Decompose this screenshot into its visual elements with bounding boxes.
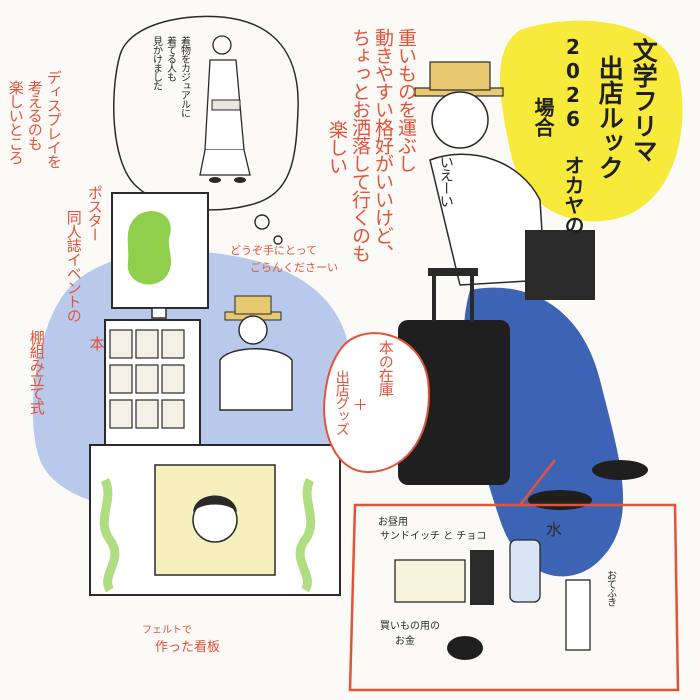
stock-note-2: 出店グッズ (333, 370, 350, 435)
felt-note-1: フェルトで (142, 625, 192, 636)
dozo-note-2: ごらんくださーい (250, 261, 338, 274)
felt-note-2: 作った看板 (155, 640, 221, 655)
thought-bubble (113, 15, 299, 211)
water-bottle-icon (509, 539, 541, 603)
move-note-4: 楽しい (325, 120, 348, 174)
wallet-note-2: お金 (395, 636, 415, 647)
items-box (348, 503, 680, 692)
wipe-label: おてふき (604, 570, 616, 606)
suitcase (398, 320, 510, 485)
move-note-1: 重いものを運ぶし (394, 28, 417, 172)
title-line-1: 文学フリマ (629, 38, 659, 163)
doujin-label: 同人誌イベントの (64, 210, 83, 322)
kimono-note-3: 見かけました (150, 36, 162, 90)
title-line-2: 出店ルック (595, 55, 625, 180)
lunch-note-2: サンドイッチ と チョコ (380, 531, 487, 542)
move-note-2: 動きやすい格好がいいけど、 (371, 28, 394, 262)
title-line-4: 場合 (531, 97, 555, 137)
stock-speech-bubble (323, 332, 430, 474)
title-line-3: 2026 オカヤの (561, 35, 585, 235)
kimono-note-2: 着てる人も (164, 36, 176, 81)
wet-wipe-icon (565, 579, 591, 651)
display-note-1: ディスプレイを (44, 70, 63, 168)
wallet-note-1: 買いもの用の (380, 621, 440, 632)
iiee-note: いえーい (437, 155, 454, 207)
move-note-3: ちょっとお洒落して行くのも (348, 28, 371, 262)
stock-plus: ＋ (353, 396, 369, 414)
sandwich-icon (394, 559, 466, 603)
lunch-note-1: お昼用 (378, 517, 408, 528)
wallet-icon (447, 636, 483, 660)
stock-note-1: 本の在庫 (376, 340, 395, 396)
kimono-note-1: 着物をカジュアルに (178, 36, 190, 117)
book-label: 本 (87, 336, 106, 350)
display-note-2: 考えるのも (25, 80, 44, 150)
poster-label: ポスター (85, 185, 104, 241)
chocolate-icon (470, 550, 494, 605)
dozo-note-1: どうぞ手にとって (230, 244, 318, 257)
display-note-3: 楽しいところ (6, 80, 25, 164)
water-label: 水 (546, 520, 563, 539)
yellow-title-blob (500, 20, 683, 222)
shelf-label: 棚組み立て式 (27, 330, 46, 414)
